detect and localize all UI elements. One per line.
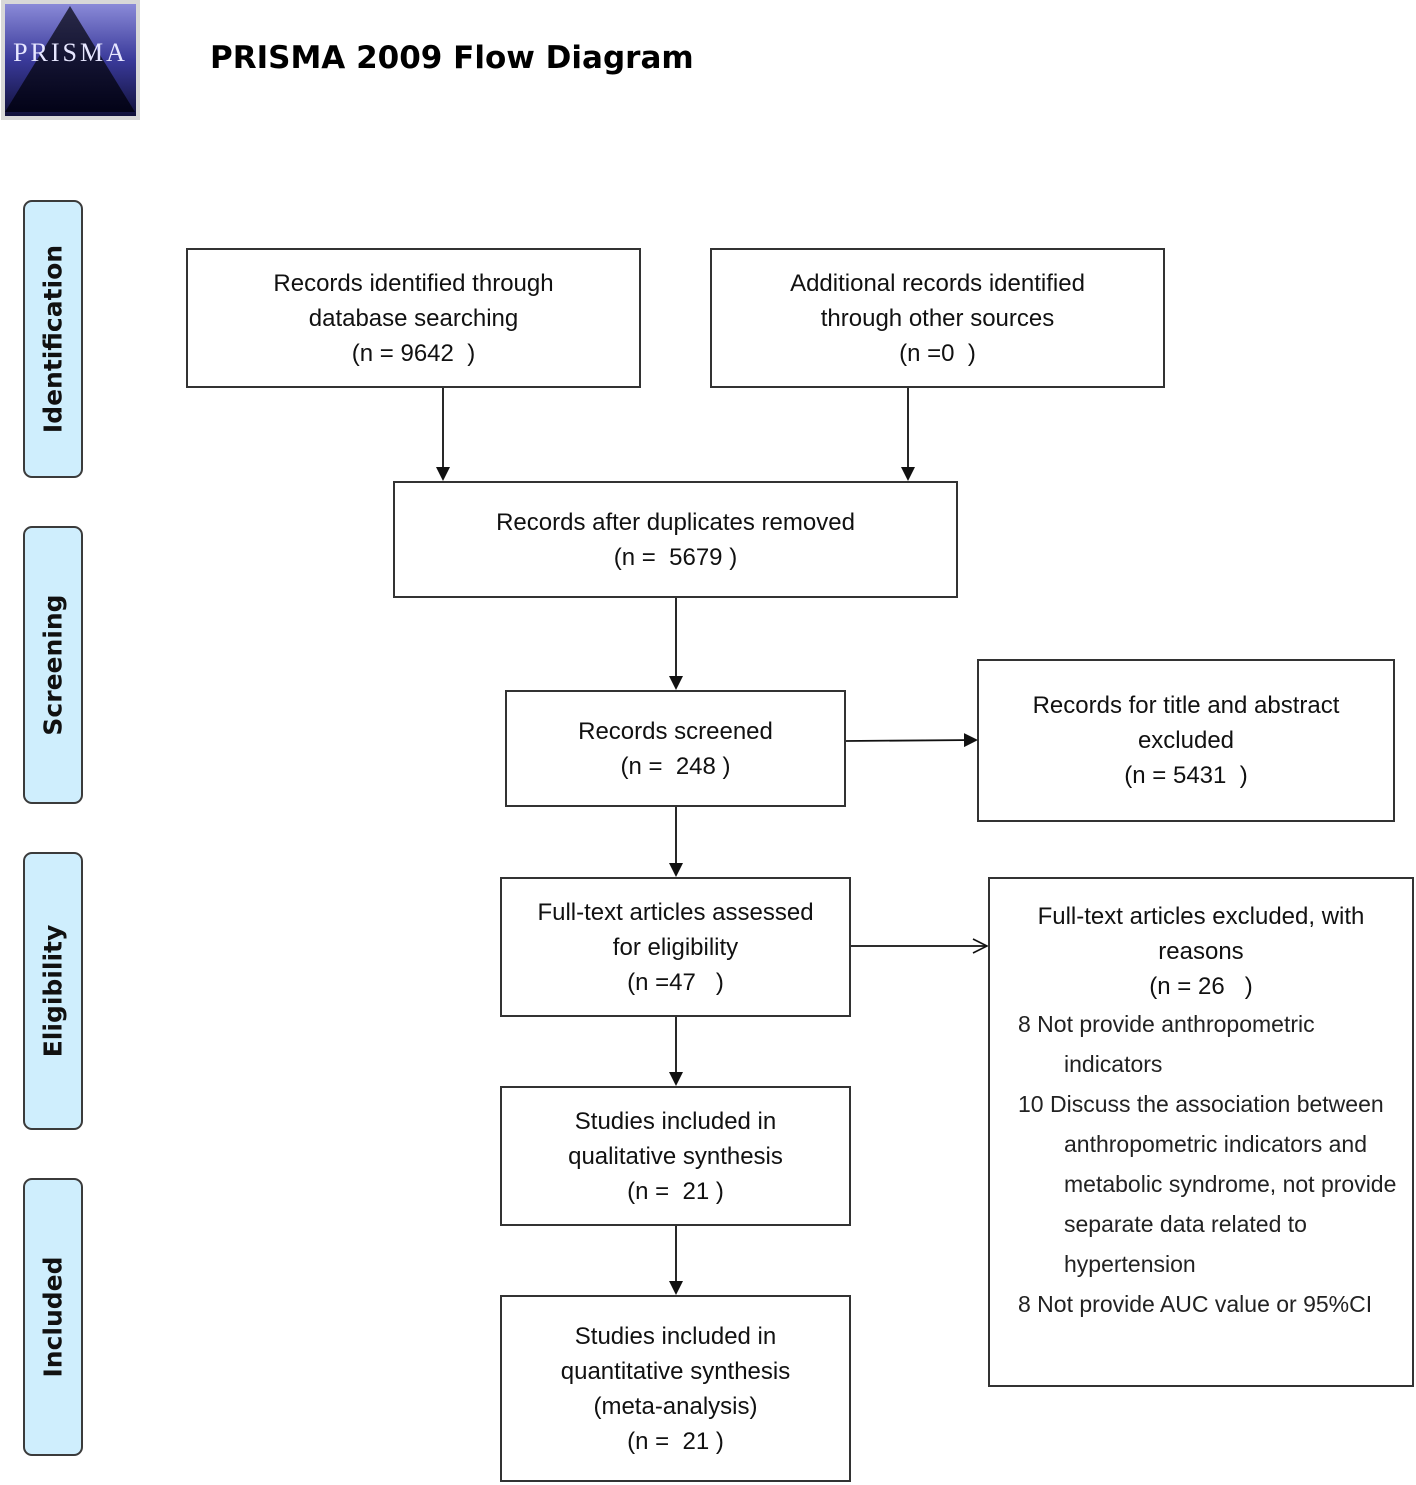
exclusion-reason: 8 Not provide anthropometric indicators: [1018, 1011, 1315, 1077]
stage-included: Included: [23, 1178, 83, 1456]
box-line: (n =47 ): [627, 968, 724, 996]
box-line: through other sources: [820, 304, 1055, 332]
box-line: Records for title and abstract: [1032, 692, 1340, 719]
box-line: reasons: [1158, 938, 1244, 965]
box-line: quantitative synthesis: [560, 1357, 791, 1385]
prisma-logo: PRISMA: [1, 0, 140, 120]
box-line: database searching: [308, 304, 519, 332]
arrow-screened-to-excluded: [845, 733, 978, 748]
exclusion-reasons-list: 8 Not provide anthropometric indicators …: [1000, 1004, 1402, 1324]
box-line: Studies included in: [574, 1107, 777, 1135]
stage-screening: Screening: [23, 526, 83, 804]
box-line: Additional records identified: [790, 269, 1085, 297]
database-records-box: Records identified through database sear…: [186, 248, 641, 388]
box-line: (n = 21 ): [627, 1177, 724, 1205]
box-line: Full-text articles assessed: [537, 898, 814, 926]
other-sources-box: Additional records identified through ot…: [710, 248, 1165, 388]
box-line: excluded: [1137, 727, 1235, 754]
logo-graphic: [5, 4, 136, 116]
box-line: (n = 26 ): [1149, 973, 1253, 1000]
box-line: Records after duplicates removed: [496, 508, 855, 536]
after-duplicates-box: Records after duplicates removed (n = 56…: [393, 481, 958, 598]
exclusion-reason: 8 Not provide AUC value or 95%CI: [1018, 1291, 1373, 1317]
records-screened-box: Records screened (n = 248 ): [505, 690, 846, 807]
box-line: for eligibility: [612, 933, 739, 961]
box-line: (n = 248 ): [620, 752, 731, 780]
title-abstract-excluded-box: Records for title and abstract excluded …: [977, 659, 1395, 822]
quantitative-synthesis-box: Studies included in quantitative synthes…: [500, 1295, 851, 1482]
stage-eligibility: Eligibility: [23, 852, 83, 1130]
box-line: (n = 5431 ): [1124, 762, 1248, 789]
fulltext-assessed-box: Full-text articles assessed for eligibil…: [500, 877, 851, 1017]
box-line: (meta-analysis): [593, 1392, 758, 1420]
box-line: Studies included in: [574, 1322, 777, 1350]
exclusion-reason: 10 Discuss the association between anthr…: [1018, 1091, 1397, 1277]
stage-identification: Identification: [23, 200, 83, 478]
box-line: (n = 21 ): [627, 1427, 724, 1455]
fulltext-excluded-box: Full-text articles excluded, with reason…: [988, 877, 1414, 1387]
box-line: Records identified through: [273, 269, 554, 297]
qualitative-synthesis-box: Studies included in qualitative synthesi…: [500, 1086, 851, 1226]
box-line: (n =0 ): [899, 339, 976, 367]
box-line: qualitative synthesis: [568, 1142, 783, 1170]
page-title: PRISMA 2009 Flow Diagram: [210, 40, 694, 76]
box-line: Records screened: [578, 717, 773, 745]
box-line: (n = 9642 ): [351, 339, 476, 367]
box-line: Full-text articles excluded, with: [1037, 903, 1365, 930]
box-line: (n = 5679 ): [613, 543, 738, 571]
logo-text: PRISMA: [13, 38, 128, 67]
